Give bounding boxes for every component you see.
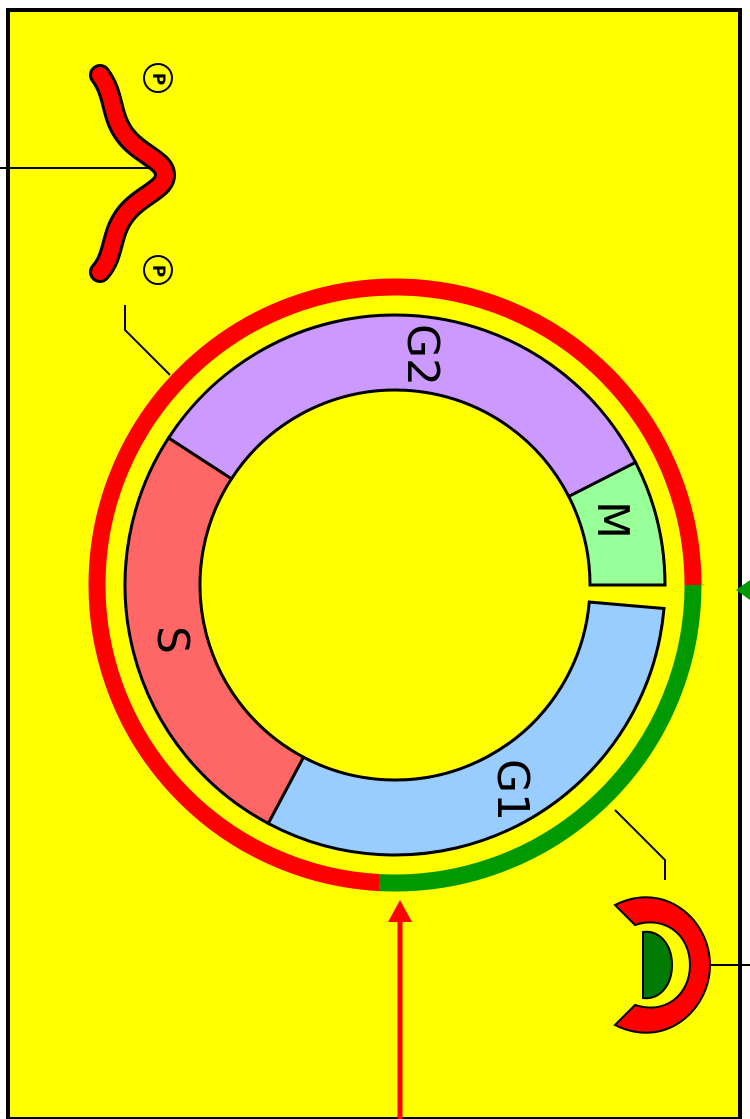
phosphate-marker-bottom: P [144, 256, 172, 284]
phosphate-label-top: P [148, 73, 168, 85]
phase-label-m: M [587, 501, 638, 539]
phosphate-marker-top: P [144, 64, 172, 92]
phase-label-s: S [147, 626, 198, 654]
phase-label-g1: G1 [487, 759, 538, 821]
phosphate-label-bottom: P [148, 265, 168, 277]
phase-label-g2: G2 [397, 324, 448, 386]
